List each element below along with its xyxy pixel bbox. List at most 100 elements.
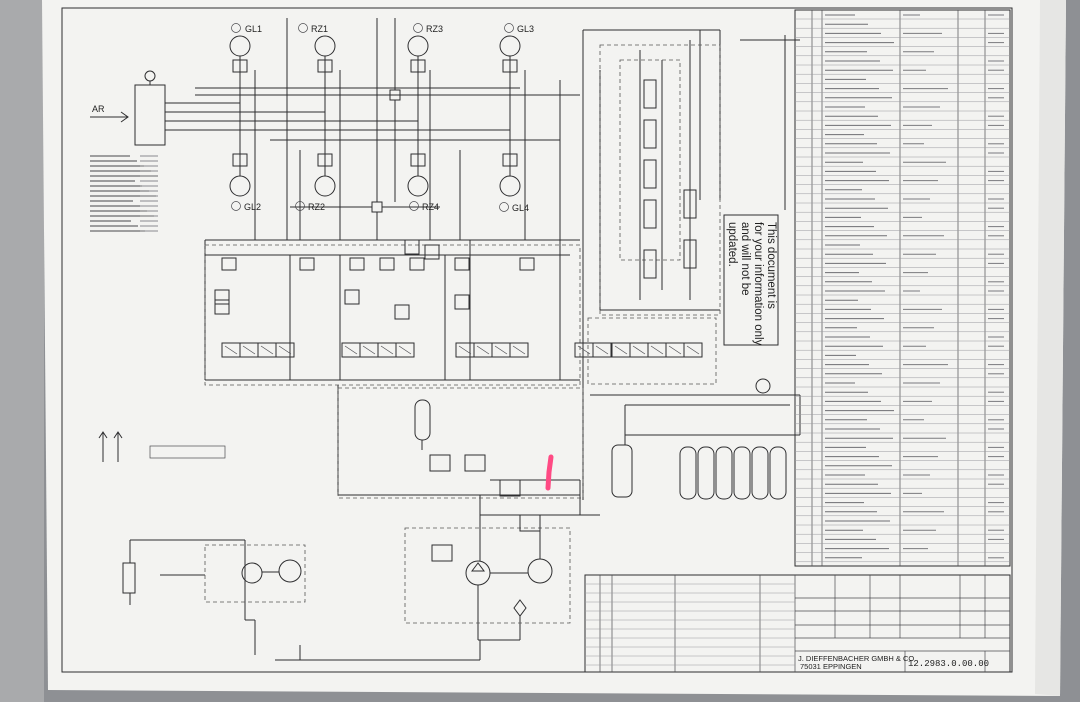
pressure-valve (464, 454, 486, 472)
directional-valve (395, 342, 415, 358)
company-city: 75031 EPPINGEN (800, 662, 862, 671)
assembly-boundary (599, 44, 721, 316)
cylinder-gl1-top (229, 35, 251, 57)
cylinder-rz1-top (314, 35, 336, 57)
cylinder-valve (410, 59, 426, 73)
left-paper-strip (0, 0, 44, 702)
notice-line-3: and will not be (739, 222, 751, 296)
cylinder-left-bottom (122, 562, 136, 594)
solenoid-valve (379, 257, 395, 271)
check-valve (214, 299, 230, 315)
cartridge-valve (643, 249, 657, 279)
notice-box: This document is for your information on… (723, 214, 779, 346)
notice-line-2: for your information only (752, 222, 764, 346)
valve-arrow (668, 345, 682, 355)
cartridge-valve (643, 119, 657, 149)
company-name: J. DIEFFENBACHER GMBH & CO (798, 654, 914, 663)
drawing-frame (61, 7, 1013, 673)
check-valve (214, 289, 230, 305)
label-rz4: RZ4 (422, 202, 439, 212)
cylinder-valve (502, 59, 518, 73)
cylinder-rz3-top (407, 35, 429, 57)
assembly-boundary (204, 244, 581, 386)
cylinder-valve (232, 59, 248, 73)
drawing-number: 12.2983.0.00.00 (908, 659, 989, 669)
solenoid-valve (221, 257, 237, 271)
pressure-vessel (611, 444, 633, 498)
check-valve (454, 294, 470, 310)
cylinder-rz2-bottom (314, 175, 336, 197)
cartridge-valve (643, 79, 657, 109)
assembly-boundary (204, 544, 306, 603)
legend-text-area (90, 155, 158, 232)
accumulator (769, 446, 787, 500)
directional-valve (509, 342, 529, 358)
valve-arrow (577, 345, 591, 355)
junction-block-upper (389, 89, 401, 101)
check-valve (394, 304, 410, 320)
check-valve (344, 289, 360, 305)
valve-arrow (595, 345, 609, 355)
valve-arrow (632, 345, 646, 355)
cylinder-valve (502, 153, 518, 167)
label-rz2: RZ2 (308, 202, 325, 212)
label-gl4: GL4 (512, 203, 529, 213)
air-inlet-label: AR (92, 104, 105, 114)
valve-arrow (614, 345, 628, 355)
valve-arrow (260, 345, 274, 355)
cartridge-valve (683, 189, 697, 219)
valve-arrow (494, 345, 508, 355)
assembly-boundary (404, 527, 571, 624)
check-valve (404, 239, 420, 255)
accumulator (715, 446, 733, 500)
cylinder-symbols (229, 35, 521, 197)
paper-sheet (42, 0, 1066, 696)
check-valve (424, 244, 440, 260)
component-labels: GL1 RZ1 RZ3 GL3 GL2 RZ2 RZ4 GL4 (231, 23, 534, 213)
measurement-legend-box (149, 445, 226, 459)
assembly-boundaries (204, 44, 721, 624)
valve-arrow (512, 345, 526, 355)
accumulator (733, 446, 751, 500)
notice-line-4: updated. (726, 222, 738, 267)
sensor-box (134, 70, 166, 146)
directional-valve (683, 342, 703, 358)
accumulator-bank (679, 446, 787, 500)
pressure-valve (429, 454, 451, 472)
cylinder-valve (317, 153, 333, 167)
solenoid-valve (349, 257, 365, 271)
label-gl1: GL1 (245, 24, 262, 34)
title-block-frame (584, 574, 1011, 673)
cartridge-valve (683, 239, 697, 269)
junction-block-lower (371, 201, 383, 213)
pump-unit-aux (241, 559, 302, 584)
cylinder-gl4-bottom (499, 175, 521, 197)
pressure-valve (519, 514, 541, 532)
filter-symbol (513, 599, 527, 617)
accumulator (751, 446, 769, 500)
parts-list-table (794, 9, 1011, 567)
accumulator (679, 446, 697, 500)
valve-arrow (380, 345, 394, 355)
assembly-boundary (587, 317, 717, 385)
legend-arrow-symbols (98, 431, 123, 462)
directional-valve (275, 342, 295, 358)
valve-arrow (278, 345, 292, 355)
cylinder-valve (232, 153, 248, 167)
solenoid-valve (409, 257, 425, 271)
cylinder-rz4-bottom (407, 175, 429, 197)
valve-arrow (344, 345, 358, 355)
label-gl2: GL2 (244, 202, 261, 212)
valve-arrow (398, 345, 412, 355)
assembly-boundary (337, 387, 584, 499)
accumulator (697, 446, 715, 500)
solenoid-valve (519, 257, 535, 271)
air-inlet-arrow: AR (90, 104, 129, 123)
cylinder-gl2-bottom (229, 175, 251, 197)
bladder-accumulator (414, 399, 431, 441)
valve-arrow (242, 345, 256, 355)
label-rz3: RZ3 (426, 24, 443, 34)
cartridge-valve (643, 159, 657, 189)
valve-arrow (476, 345, 490, 355)
